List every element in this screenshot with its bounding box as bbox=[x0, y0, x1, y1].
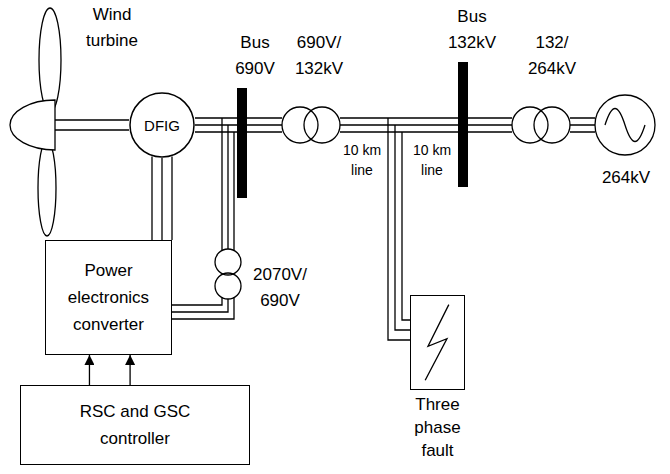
connector-line bbox=[161, 158, 162, 240]
bus-bar bbox=[237, 88, 247, 198]
connector-line bbox=[171, 156, 172, 240]
transformer-symbol bbox=[304, 107, 340, 143]
fault-block: Three phase fault bbox=[400, 295, 475, 462]
turbine-nose bbox=[10, 100, 55, 150]
turbine-blade bbox=[39, 8, 61, 112]
fault-tap-line bbox=[388, 118, 410, 340]
connector-line bbox=[129, 355, 130, 385]
transformer-symbol bbox=[282, 107, 318, 143]
component-label: 10 km line bbox=[338, 140, 386, 180]
sine-wave bbox=[605, 109, 645, 142]
component-label: 2070V/ 690V bbox=[248, 262, 312, 314]
transformer-symbol bbox=[215, 249, 241, 275]
component-label: 132/ 264kV bbox=[520, 30, 584, 82]
generator-circle: DFIG bbox=[129, 92, 195, 158]
component-label: Wind turbine bbox=[70, 2, 154, 54]
controller-box: RSC and GSC controller bbox=[20, 385, 250, 465]
component-label: Bus 690V bbox=[224, 30, 286, 82]
node-text: DFIG bbox=[144, 112, 180, 139]
lightning-stroke bbox=[425, 305, 449, 381]
component-label: 690V/ 132kV bbox=[288, 30, 350, 82]
transformer-symbol bbox=[215, 273, 241, 299]
three-phase-line bbox=[222, 118, 234, 251]
transformer-symbol bbox=[512, 107, 548, 143]
node-text: Power electronics converter bbox=[59, 257, 159, 338]
fault-symbol-box bbox=[410, 295, 465, 390]
control-signal-arrow bbox=[130, 355, 131, 385]
three-phase-line bbox=[570, 118, 595, 132]
grid-source bbox=[595, 95, 655, 155]
rotor-connection bbox=[152, 156, 172, 240]
turbine-blade bbox=[38, 140, 56, 236]
component-label: 10 km line bbox=[408, 140, 456, 180]
fault-label: Three phase fault bbox=[400, 393, 475, 462]
component-label: Bus 132kV bbox=[440, 4, 504, 56]
three-phase-line bbox=[340, 118, 512, 132]
bus-bar bbox=[458, 62, 468, 187]
connector-line bbox=[89, 355, 90, 385]
converter-box: Power electronics converter bbox=[45, 240, 172, 355]
connector-line bbox=[151, 156, 152, 240]
component-label: 264kV bbox=[594, 165, 658, 191]
lightning-symbol bbox=[411, 296, 463, 388]
three-phase-line bbox=[172, 297, 234, 319]
control-signal-arrow bbox=[89, 355, 90, 385]
node-text: RSC and GSC controller bbox=[76, 398, 194, 452]
generator-outline bbox=[130, 93, 194, 157]
turbine-shaft bbox=[55, 120, 129, 130]
transformer-symbol bbox=[534, 107, 570, 143]
